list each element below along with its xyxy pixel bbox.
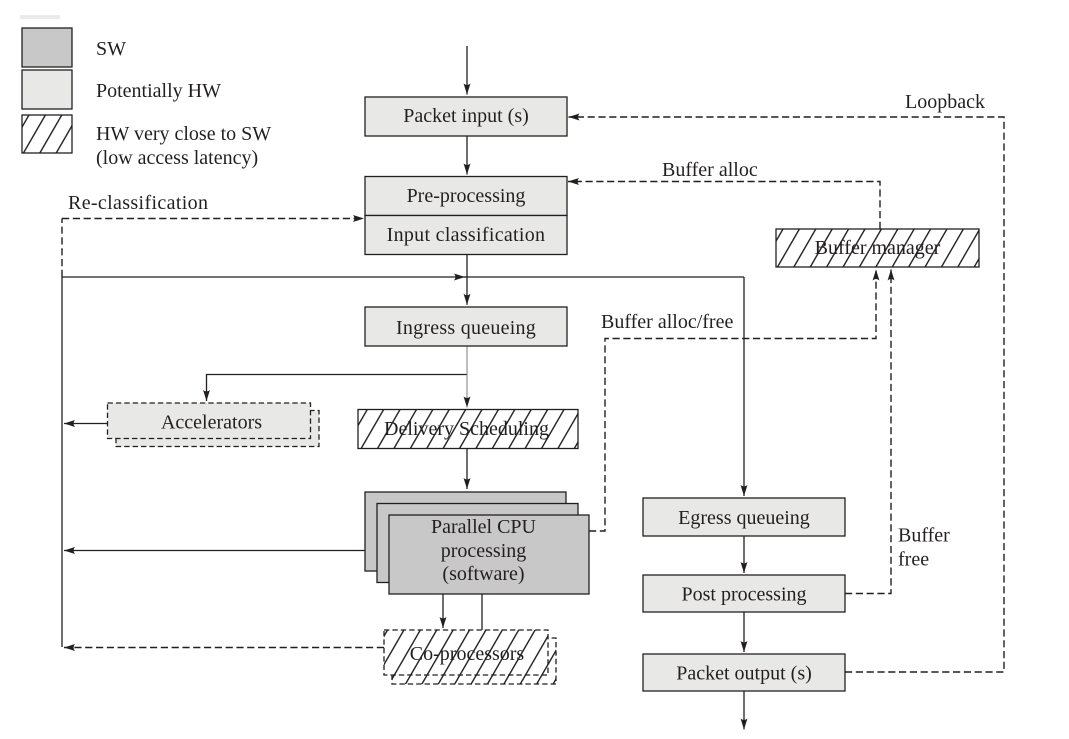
svg-text:Buffer manager: Buffer manager <box>815 237 941 259</box>
svg-text:HW very close to SW: HW very close to SW <box>96 123 271 145</box>
svg-text:Parallel CPU: Parallel CPU <box>431 516 537 538</box>
svg-text:(low access latency): (low access latency) <box>96 147 258 169</box>
svg-text:Buffer alloc/free: Buffer alloc/free <box>601 311 733 333</box>
svg-text:(software): (software) <box>442 563 524 585</box>
svg-text:Post processing: Post processing <box>682 584 807 606</box>
svg-text:SW: SW <box>96 38 126 60</box>
svg-text:Pre-processing: Pre-processing <box>407 185 526 207</box>
svg-text:Buffer: Buffer <box>898 525 950 547</box>
svg-text:Ingress queueing: Ingress queueing <box>396 317 536 339</box>
svg-text:Packet input (s): Packet input (s) <box>403 105 529 127</box>
svg-text:free: free <box>898 549 929 571</box>
svg-text:Co-processors: Co-processors <box>410 643 525 665</box>
svg-text:Egress queueing: Egress queueing <box>678 507 810 529</box>
svg-text:processing: processing <box>441 540 527 562</box>
svg-text:Accelerators: Accelerators <box>161 412 262 434</box>
svg-text:Re-classification: Re-classification <box>68 192 208 214</box>
svg-text:Potentially HW: Potentially HW <box>96 80 221 102</box>
svg-text:Input classification: Input classification <box>387 224 546 246</box>
svg-text:Delivery Scheduling: Delivery Scheduling <box>384 418 549 440</box>
svg-text:Loopback: Loopback <box>905 91 985 113</box>
svg-text:Buffer alloc: Buffer alloc <box>662 159 758 181</box>
svg-text:Packet output (s): Packet output (s) <box>676 663 812 685</box>
